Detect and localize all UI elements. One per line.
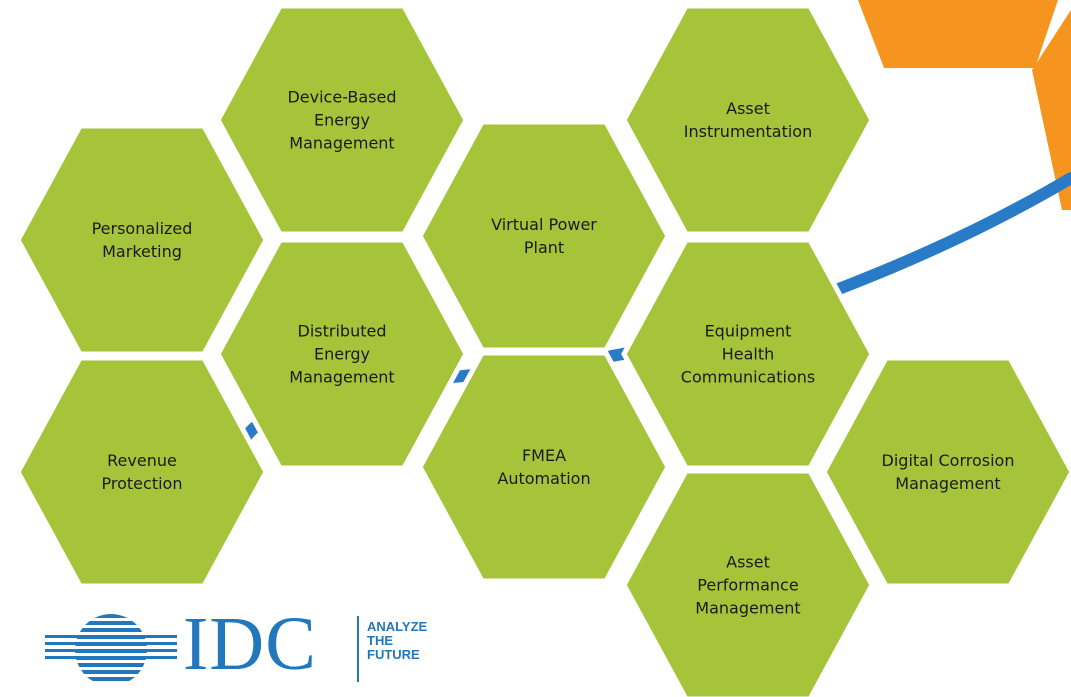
orange-hexagon-right	[1032, 10, 1071, 210]
idc-wordmark: IDC	[183, 602, 317, 686]
hexagon-label-asset-instrumentation: Asset Instrumentation	[683, 99, 813, 141]
logo-tagline: ANALYZE THE FUTURE	[367, 619, 428, 662]
hexagon-label-equipment-health-communications: Equipment Health Communications	[680, 321, 816, 387]
hexagon-label-device-based-energy-management: Device-Based Energy Management	[287, 87, 397, 153]
orange-hexagon-top	[858, 0, 1058, 68]
hexagon-fmea-automation	[417, 350, 671, 584]
hexagon-device-based-energy-management	[215, 3, 469, 237]
hexagon-asset-instrumentation	[621, 3, 875, 237]
idc-logo: IDC ANALYZE THE FUTURE	[45, 604, 465, 688]
hexagon-label-fmea-automation: FMEA Automation	[497, 446, 591, 488]
hexagon-label-asset-performance-management: Asset Performance Management	[695, 552, 801, 618]
hexagon-asset-performance-management	[621, 468, 875, 697]
hexagon-label-virtual-power-plant: Virtual Power Plant	[491, 215, 597, 257]
hexagon-distributed-energy-management	[215, 237, 469, 471]
hexagon-personalized-marketing	[15, 123, 269, 357]
globe-icon	[45, 614, 177, 681]
hexagon-label-digital-corrosion-management: Digital Corrosion Management	[881, 451, 1015, 493]
hexagon-group	[15, 3, 1071, 697]
logo-divider	[357, 616, 359, 682]
hexagon-virtual-power-plant	[417, 119, 671, 353]
hexagon-label-distributed-energy-management: Distributed Energy Management	[289, 321, 395, 387]
hexagon-equipment-health-communications	[621, 237, 875, 471]
hexagon-label-revenue-protection: Revenue Protection	[101, 451, 183, 493]
hexagon-digital-corrosion-management	[821, 355, 1071, 589]
hexagon-label-personalized-marketing: Personalized Marketing	[91, 219, 193, 261]
hexagon-revenue-protection	[15, 355, 269, 589]
